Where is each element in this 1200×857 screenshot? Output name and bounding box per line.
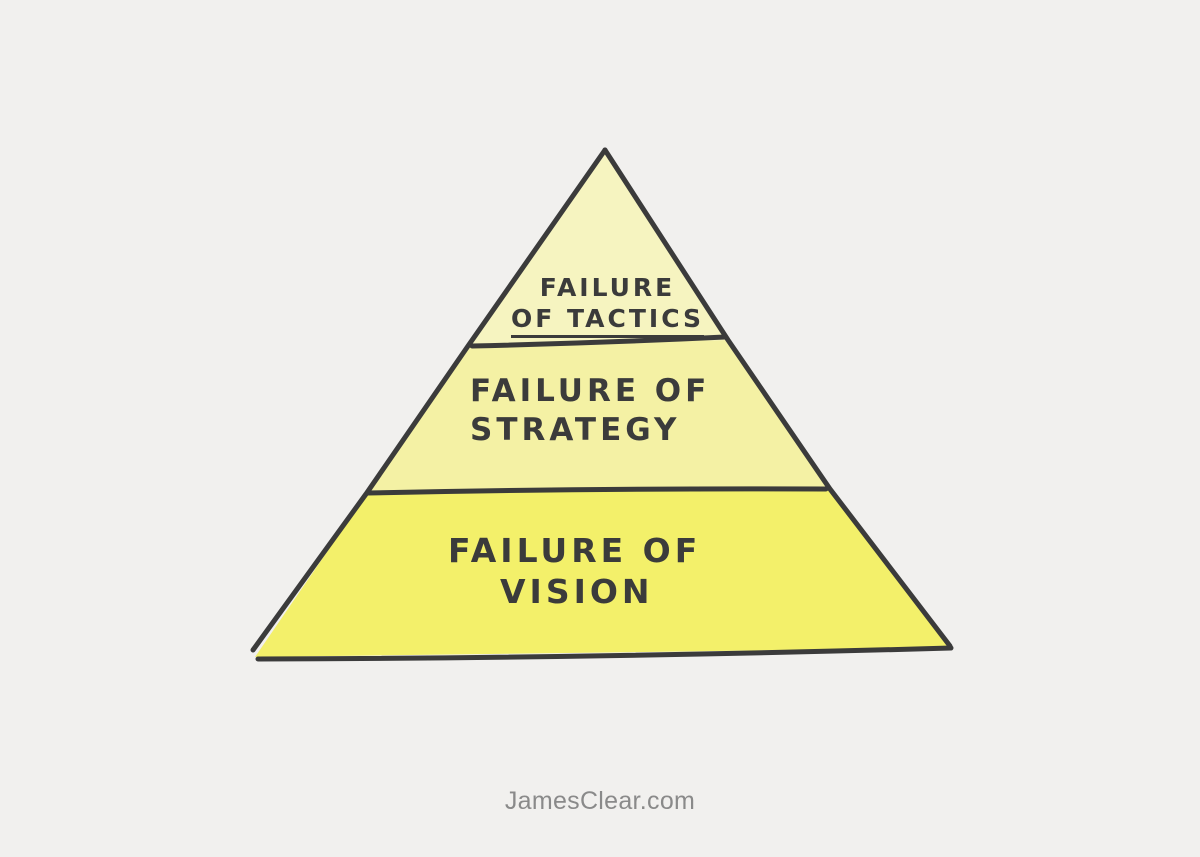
base-line — [255, 645, 954, 662]
tier-middle-line-1: Failure of — [470, 373, 711, 409]
top-divider-line — [469, 334, 728, 349]
right-edge-line — [602, 147, 953, 649]
tier-middle-fill — [368, 340, 828, 492]
tier-top-line-1: Failure — [539, 273, 676, 302]
tier-middle-line-2: Strategy — [470, 411, 681, 448]
tier-middle-label: Failure of Strategy — [470, 372, 710, 450]
left-edge-line — [250, 147, 608, 653]
pyramid-outline — [250, 147, 954, 662]
tier-bottom-label: Failure of Vision — [448, 530, 701, 613]
middle-divider-line — [365, 486, 829, 496]
tier-top-line-2: of Tactics — [511, 303, 705, 338]
tier-bottom-line-2: Vision — [500, 572, 654, 612]
watermark-text: JamesClear.com — [504, 787, 696, 815]
tier-bottom-line-1: Failure of — [448, 531, 702, 570]
tier-top-fill — [470, 150, 727, 345]
tier-bottom-fill — [255, 489, 950, 657]
tier-top-label: Failure of Tactics — [511, 272, 705, 338]
